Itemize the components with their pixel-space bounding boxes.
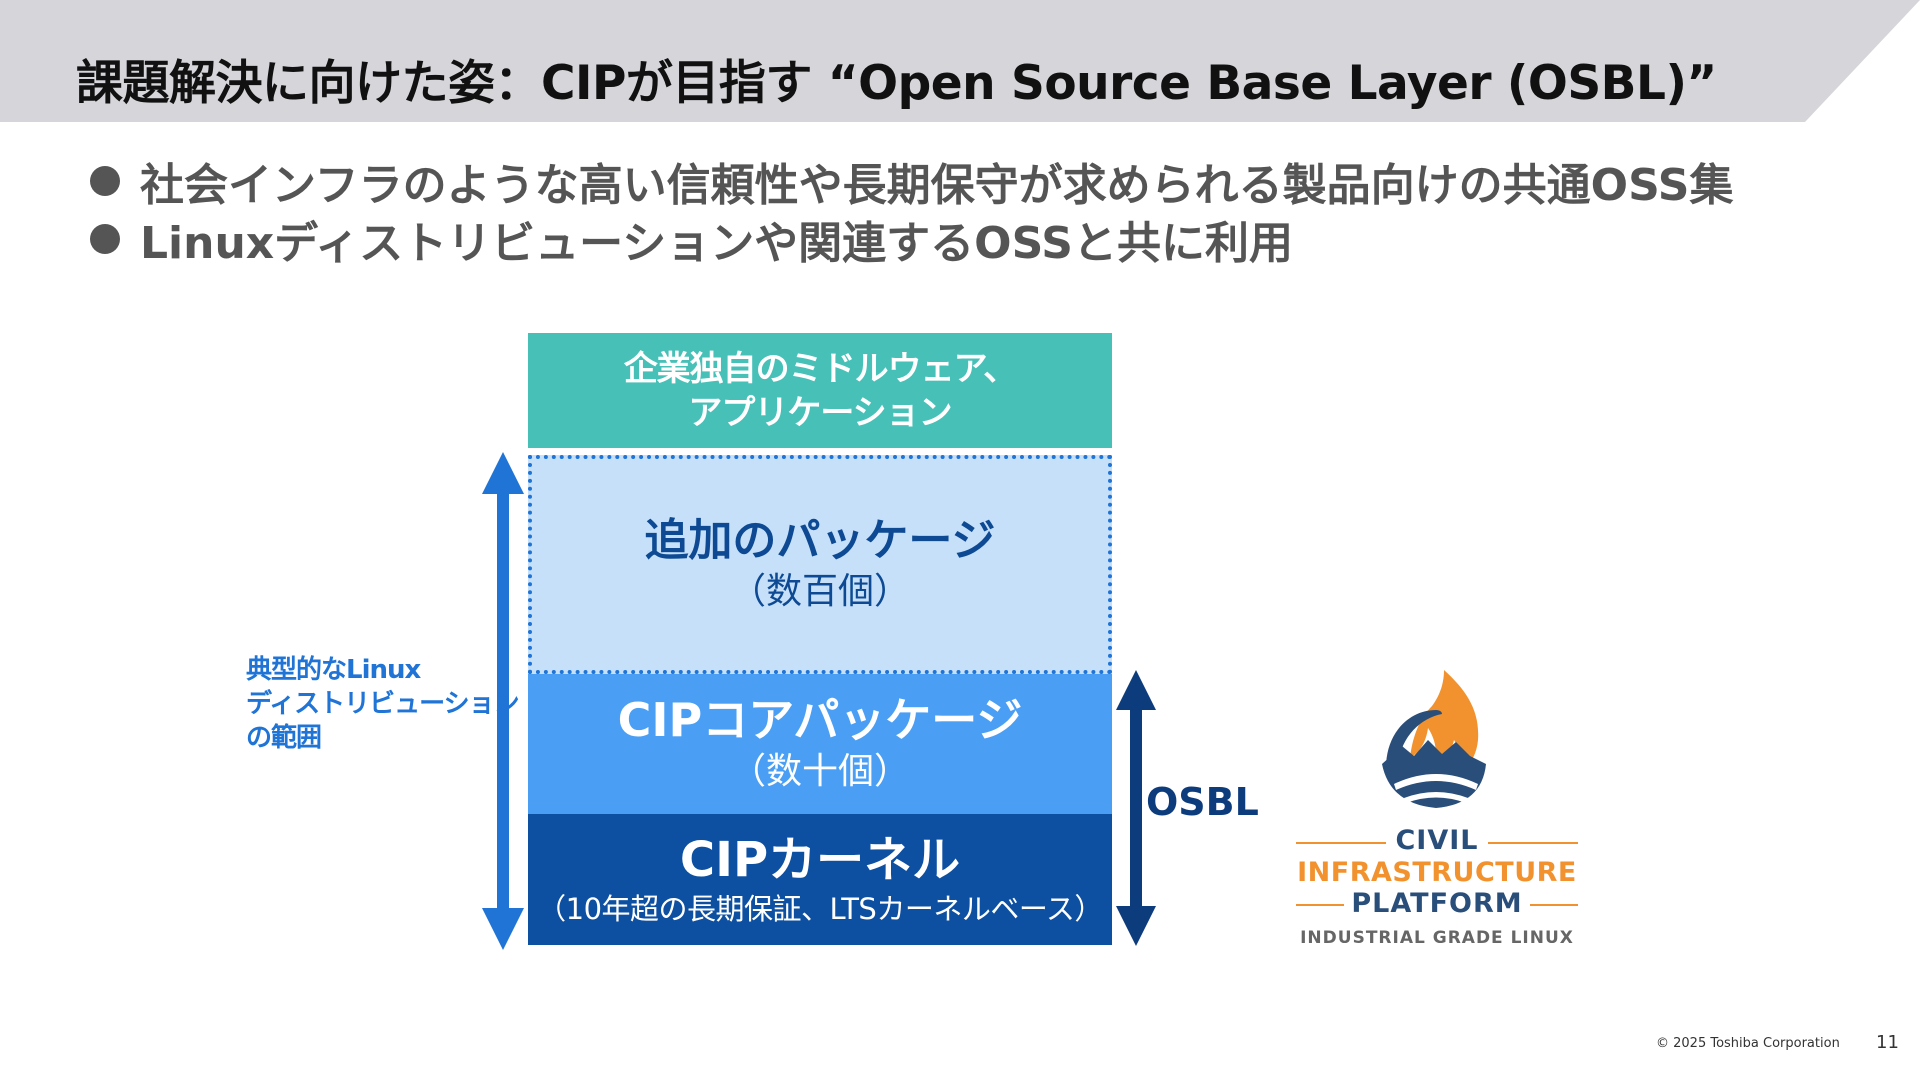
bullet-dot-icon bbox=[90, 224, 120, 254]
layer-additional-packages: 追加のパッケージ （数百個） bbox=[528, 455, 1112, 674]
layer-additional-count: （数百個） bbox=[729, 570, 910, 612]
osbl-label: OSBL bbox=[1146, 780, 1259, 824]
layer-additional-title: 追加のパッケージ bbox=[644, 514, 996, 566]
flame-emblem-icon bbox=[1382, 670, 1486, 808]
bullet-text: Linuxディストリビューションや関連するOSSと共に利用 bbox=[140, 218, 1293, 269]
osbl-range-arrow-icon bbox=[1116, 670, 1156, 946]
logo-infrastructure: INFRASTRUCTURE bbox=[1297, 857, 1577, 888]
distro-range-arrow-icon bbox=[482, 452, 524, 950]
logo-rule bbox=[1296, 842, 1386, 844]
cip-logo: CIVIL INFRASTRUCTURE PLATFORM INDUSTRIAL… bbox=[1296, 668, 1578, 958]
bullet-item: 社会インフラのような高い信頼性や長期保守が求められる製品向けの共通OSS集 bbox=[90, 152, 1734, 211]
distro-label-line: ディストリビューション bbox=[246, 689, 520, 719]
logo-tagline: INDUSTRIAL GRADE LINUX bbox=[1300, 928, 1574, 948]
logo-platform: PLATFORM bbox=[1351, 888, 1523, 919]
layer-core-count: （数十個） bbox=[729, 751, 910, 792]
distro-range-label: 典型的なLinux ディストリビューション の範囲 bbox=[246, 653, 520, 755]
layer-core-title: CIPコアパッケージ bbox=[617, 693, 1023, 747]
logo-rule bbox=[1488, 842, 1578, 844]
page-number: 11 bbox=[1876, 1032, 1899, 1053]
copyright: © 2025 Toshiba Corporation bbox=[1656, 1036, 1840, 1051]
distro-label-line: 典型的なLinux bbox=[246, 655, 421, 685]
bullet-dot-icon bbox=[90, 166, 120, 196]
layer-cip-core: CIPコアパッケージ （数十個） bbox=[528, 674, 1112, 814]
distro-label-line: の範囲 bbox=[246, 723, 322, 753]
title-band bbox=[0, 0, 1920, 122]
layer-application-line1: 企業独自のミドルウェア、 bbox=[623, 348, 1018, 389]
logo-rule bbox=[1296, 904, 1344, 906]
layer-kernel-desc: （10年超の長期保証、LTSカーネルベース） bbox=[537, 891, 1103, 926]
bullet-text: 社会インフラのような高い信頼性や長期保守が求められる製品向けの共通OSS集 bbox=[140, 160, 1734, 211]
logo-civil: CIVIL bbox=[1395, 825, 1479, 856]
layer-application-line2: アプリケーション bbox=[688, 392, 952, 433]
bullet-list: 社会インフラのような高い信頼性や長期保守が求められる製品向けの共通OSS集 Li… bbox=[90, 152, 1734, 269]
slide-title: 課題解決に向けた姿：CIPが目指す “Open Source Base Laye… bbox=[76, 56, 1717, 111]
logo-rule bbox=[1530, 904, 1578, 906]
layer-cip-kernel: CIPカーネル （10年超の長期保証、LTSカーネルベース） bbox=[528, 814, 1112, 945]
bullet-item: Linuxディストリビューションや関連するOSSと共に利用 bbox=[90, 210, 1733, 269]
layer-kernel-title: CIPカーネル bbox=[679, 831, 961, 888]
layer-application: 企業独自のミドルウェア、 アプリケーション bbox=[528, 333, 1112, 448]
